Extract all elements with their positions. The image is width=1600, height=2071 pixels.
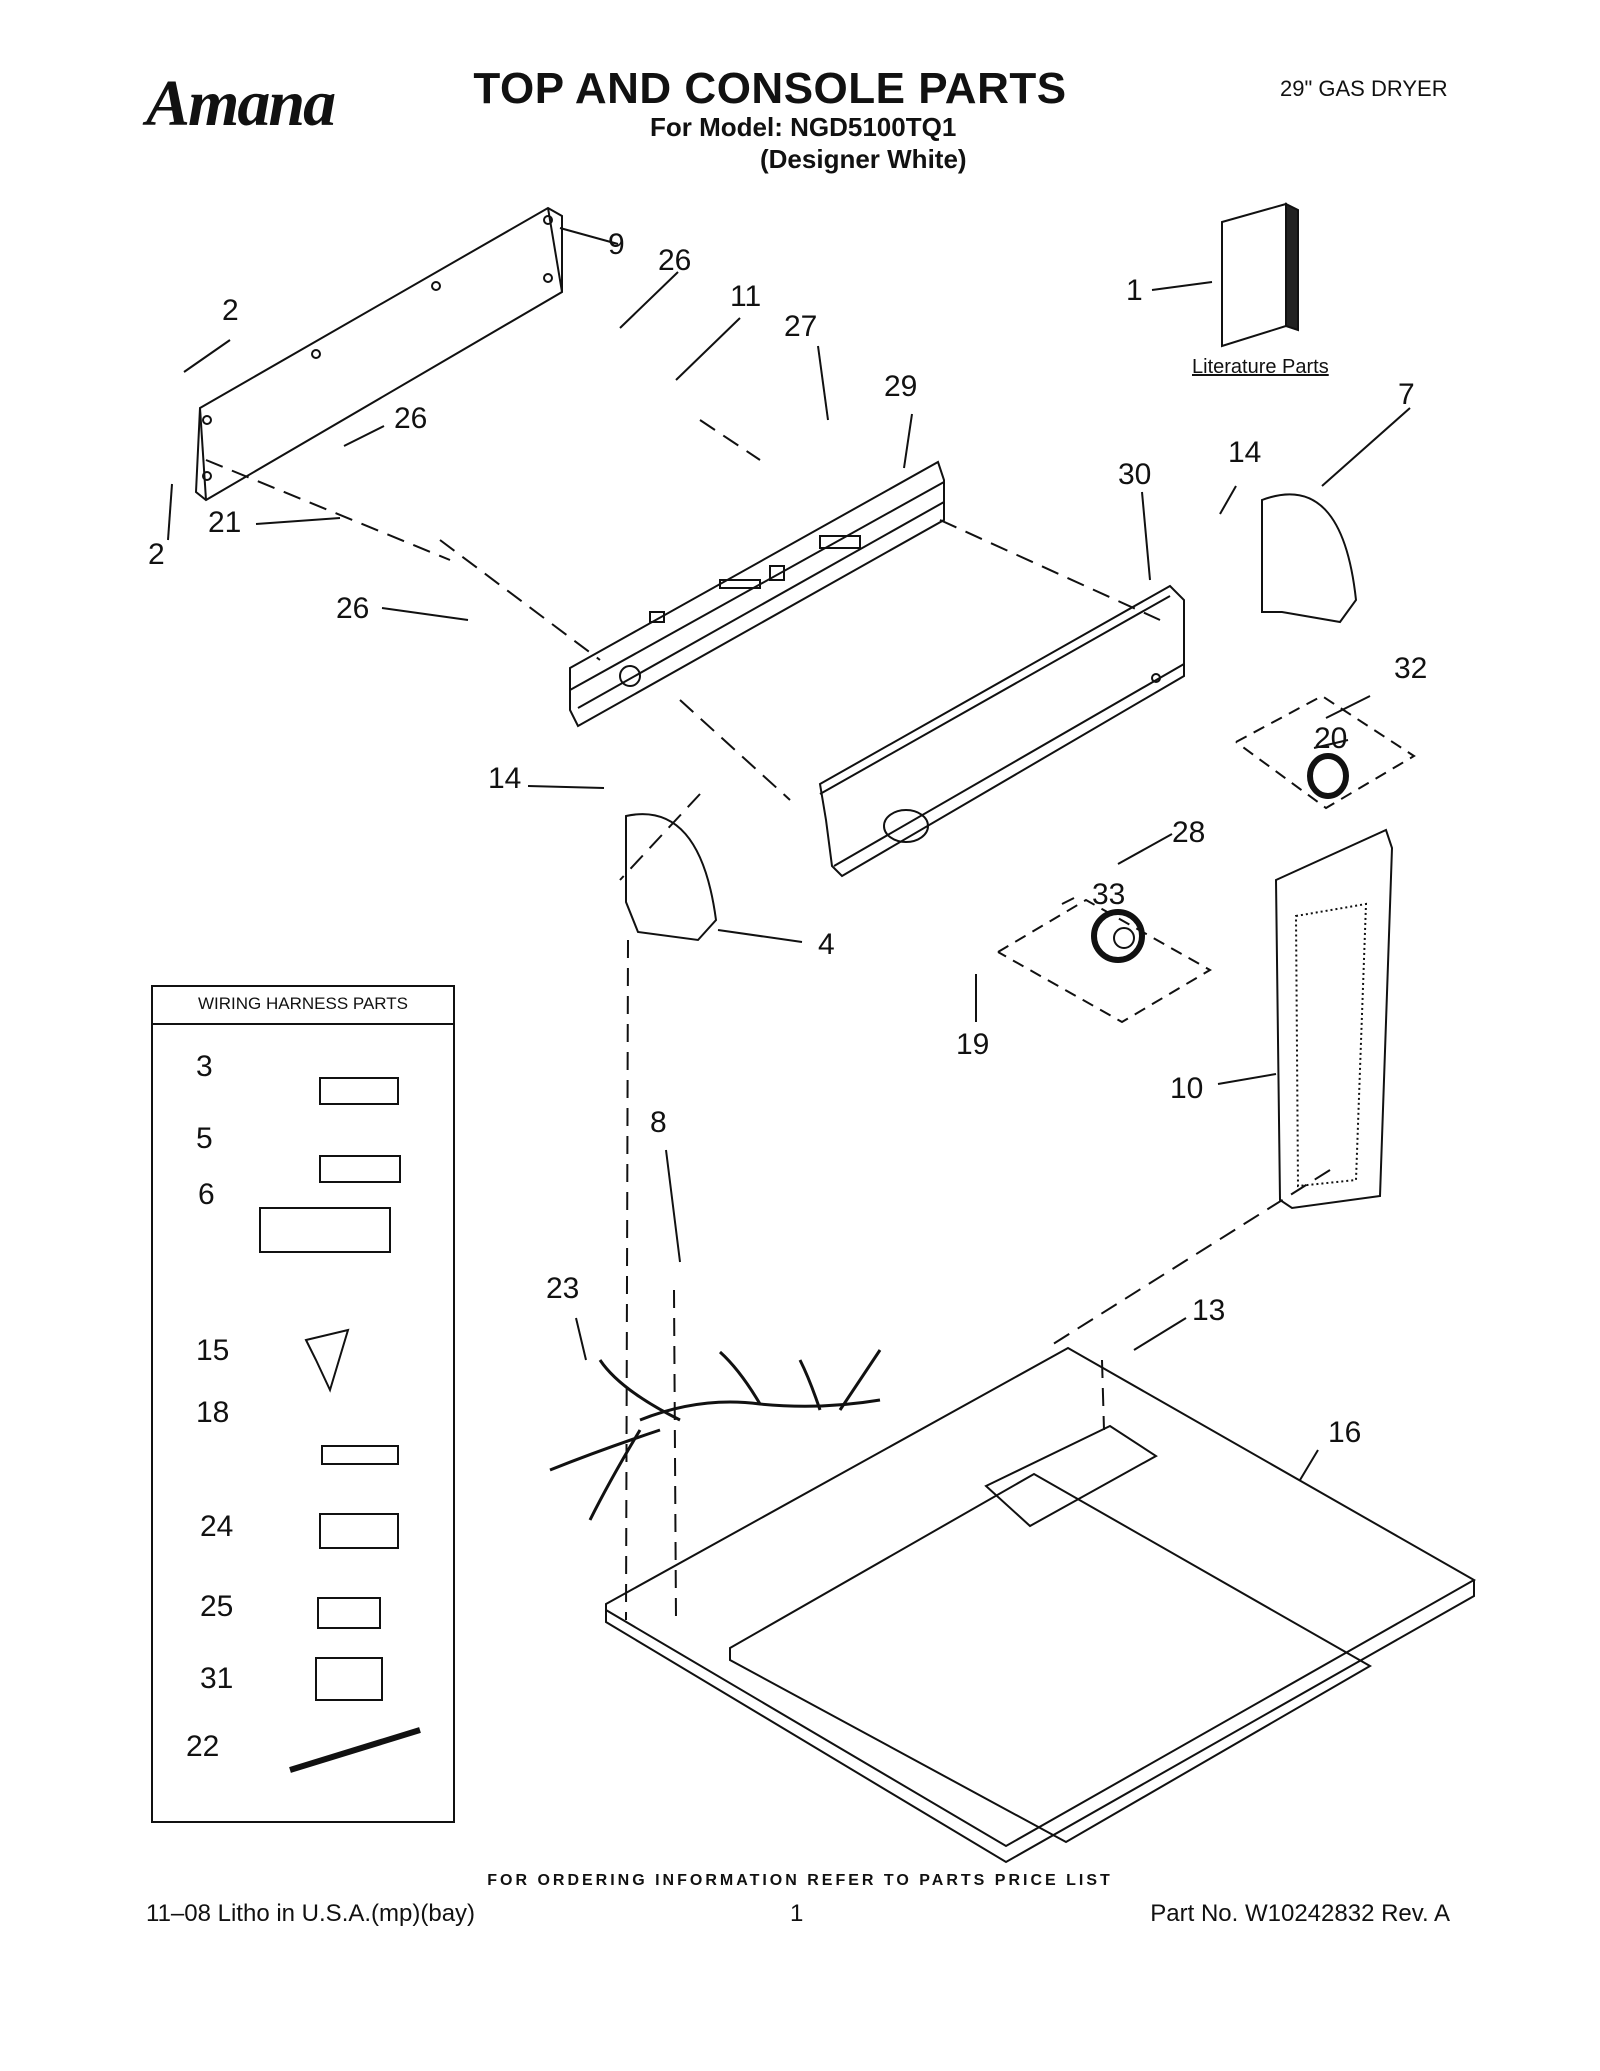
callout-26: 26 — [658, 244, 692, 277]
callout-3: 3 — [196, 1050, 213, 1083]
knob-cycle — [1235, 694, 1416, 810]
callout-13: 13 — [1192, 1294, 1226, 1327]
callout-5: 5 — [196, 1122, 213, 1155]
callout-2: 2 — [222, 294, 239, 327]
callout-6: 6 — [198, 1178, 215, 1211]
assembly-lines — [205, 419, 1331, 1621]
wiring-parts-box — [151, 985, 455, 1823]
part-number: Part No. W10242832 Rev. A — [1150, 1900, 1450, 1927]
callout-14: 14 — [1228, 436, 1262, 469]
callout-16: 16 — [1328, 1416, 1362, 1449]
callout-32: 32 — [1394, 652, 1428, 685]
brand-logo: Amana — [146, 67, 336, 140]
callout-29: 29 — [884, 370, 918, 403]
literature-booklet — [1221, 202, 1299, 348]
callout-7: 7 — [1398, 378, 1415, 411]
end-cap-left — [625, 813, 718, 942]
lint-filter — [1274, 828, 1394, 1210]
callout-8: 8 — [650, 1106, 667, 1139]
litho-info: 11–08 Litho in U.S.A.(mp)(bay) — [146, 1900, 476, 1927]
wiring-harness-title: WIRING HARNESS PARTS — [197, 994, 408, 1013]
callout-19: 19 — [956, 1028, 990, 1061]
dryer-top-panel — [605, 1346, 1477, 1864]
page-title: TOP AND CONSOLE PARTS — [473, 64, 1067, 113]
callout-20: 20 — [1314, 722, 1348, 755]
callout-26: 26 — [394, 402, 428, 435]
callout-31: 31 — [200, 1662, 234, 1695]
callout-18: 18 — [196, 1396, 230, 1429]
product-label: 29" GAS DRYER — [1280, 76, 1448, 101]
callout-25: 25 — [200, 1590, 234, 1623]
leader-lines — [167, 227, 1411, 1481]
callout-11: 11 — [730, 280, 762, 313]
rear-bracket — [194, 206, 563, 502]
callout-28: 28 — [1172, 816, 1206, 849]
callout-23: 23 — [546, 1272, 580, 1305]
literature-parts-label: Literature Parts — [1192, 356, 1329, 378]
console — [818, 584, 1185, 878]
callout-9: 9 — [608, 228, 625, 261]
callout-2: 2 — [148, 538, 165, 571]
callout-26: 26 — [336, 592, 370, 625]
page-number: 1 — [790, 1900, 804, 1927]
callout-30: 30 — [1118, 458, 1152, 491]
control-panel — [569, 460, 945, 728]
callout-24: 24 — [200, 1510, 234, 1543]
callout-22: 22 — [186, 1730, 220, 1763]
callout-1: 1 — [1126, 274, 1143, 307]
callout-33: 33 — [1092, 878, 1126, 911]
end-cap-right — [1261, 493, 1358, 624]
ordering-note: FOR ORDERING INFORMATION REFER TO PARTS … — [487, 1872, 1113, 1889]
callout-10: 10 — [1170, 1072, 1204, 1105]
callout-27: 27 — [784, 310, 818, 343]
color-line: (Designer White) — [760, 144, 967, 174]
callout-4: 4 — [818, 928, 835, 961]
callout-15: 15 — [196, 1334, 230, 1367]
knob-timer — [997, 898, 1212, 1024]
model-line: For Model: NGD5100TQ1 — [650, 112, 957, 142]
callout-14: 14 — [488, 762, 522, 795]
callout-21: 21 — [208, 506, 242, 539]
